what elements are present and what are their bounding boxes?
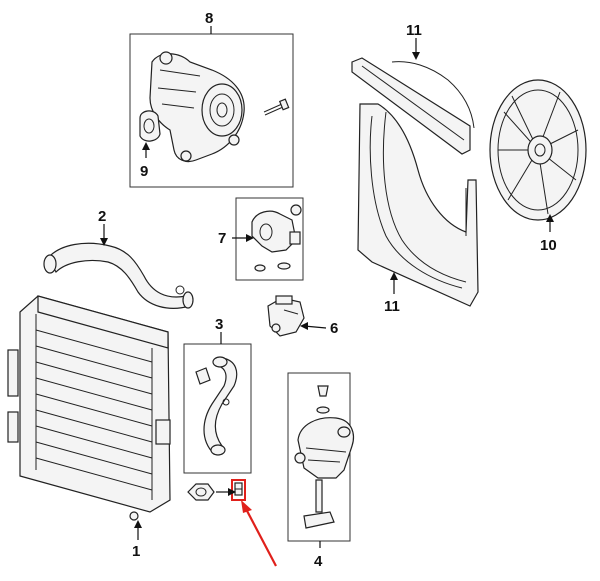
leader-lines: [100, 26, 554, 548]
cooling-fan: [489, 79, 587, 221]
group-box-8: [129, 33, 294, 188]
callout-1: 1: [132, 543, 140, 560]
coolant-reservoir: [294, 385, 355, 529]
group-box-4: [287, 372, 351, 542]
group-box-3: [183, 343, 252, 474]
thermostat-housing: [251, 204, 302, 272]
drain-plug-clip: [234, 482, 243, 496]
callout-2: 2: [98, 208, 106, 225]
water-pump: [149, 51, 245, 163]
callout-9: 9: [140, 163, 148, 180]
upper-hose: [43, 242, 194, 309]
callout-7: 7: [218, 230, 226, 247]
water-pump-gasket: [139, 110, 161, 142]
water-pump-bolt: [263, 98, 290, 116]
callout-8: 8: [205, 10, 213, 27]
lower-hose: [195, 356, 238, 456]
callout-10: 10: [540, 237, 557, 254]
highlight-arrow: [241, 500, 277, 567]
group-box-7: [235, 197, 304, 281]
callout-11-bottom: 11: [384, 298, 400, 315]
callout-3: 3: [215, 316, 223, 333]
callout-6: 6: [330, 320, 338, 337]
radiator-cap: [187, 483, 215, 501]
fan-shroud: [357, 103, 479, 307]
fan-shroud-upper: [351, 57, 475, 155]
callout-11-top: 11: [406, 22, 422, 39]
callout-4: 4: [314, 553, 323, 570]
coolant-valve: [267, 295, 305, 337]
radiator: [7, 295, 171, 521]
